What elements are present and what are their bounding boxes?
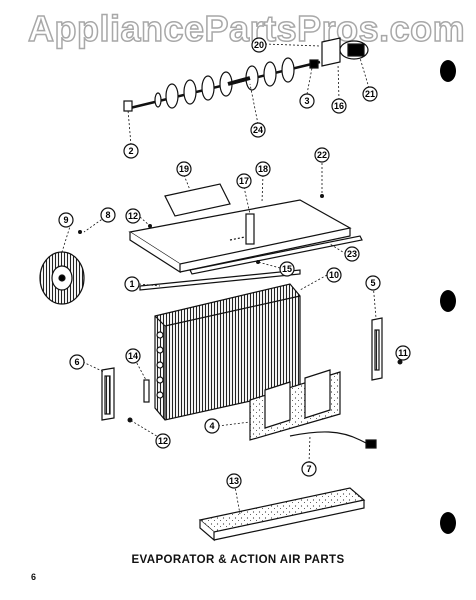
callout-8: 8 [100, 207, 116, 223]
callout-10-coil: 10 [326, 267, 342, 283]
svg-text:15: 15 [282, 264, 292, 274]
binder-hole-middle [440, 290, 456, 312]
svg-text:12: 12 [128, 211, 138, 221]
svg-text:2: 2 [128, 146, 133, 156]
callout-23: 23 [344, 246, 360, 262]
callout-18: 18 [255, 161, 271, 177]
callout-5: 5 [365, 275, 381, 291]
callout-21: 21 [362, 86, 378, 102]
svg-text:16: 16 [334, 101, 344, 111]
callout-14: 14 [125, 348, 141, 364]
svg-text:17: 17 [239, 176, 249, 186]
diagram-caption: EVAPORATOR & ACTION AIR PARTS [131, 554, 345, 566]
divider-panel [249, 369, 341, 441]
fan-shaft-assembly [123, 57, 321, 112]
wire-harness [289, 431, 377, 449]
top-cover-plate [128, 183, 352, 274]
callout-3: 3 [299, 93, 315, 109]
svg-text:8: 8 [105, 210, 110, 220]
svg-text:19: 19 [179, 164, 189, 174]
callout-19: 19 [176, 161, 192, 177]
svg-text:6: 6 [74, 357, 79, 367]
callout-20: 20 [251, 37, 267, 53]
callout-12-lower: 12 [155, 433, 171, 449]
page-number: 6 [31, 572, 37, 582]
blower-wheel [39, 251, 85, 305]
bracket-17 [245, 213, 255, 245]
callout-9: 9 [58, 212, 74, 228]
svg-text:9: 9 [63, 215, 68, 225]
binder-hole-bottom [440, 512, 456, 534]
watermark-logo: AppliancePartsPros.com [27, 7, 466, 50]
callout-17: 17 [236, 173, 252, 189]
svg-text:11: 11 [398, 348, 408, 358]
svg-text:24: 24 [253, 125, 263, 135]
motor-bracket [321, 37, 369, 67]
svg-text:18: 18 [258, 164, 268, 174]
svg-text:5: 5 [370, 278, 375, 288]
side-bracket-5 [371, 317, 383, 381]
drain-pan [198, 487, 366, 542]
svg-text:10: 10 [329, 270, 339, 280]
svg-text:1: 1 [129, 279, 134, 289]
callout-11: 11 [395, 345, 411, 361]
svg-text:14: 14 [128, 351, 138, 361]
svg-text:22: 22 [317, 150, 327, 160]
svg-text:12: 12 [158, 436, 168, 446]
svg-text:13: 13 [229, 476, 239, 486]
svg-text:20: 20 [254, 40, 264, 50]
callout-1: 1 [124, 276, 140, 292]
callout-7: 7 [301, 461, 317, 477]
callout-6: 6 [69, 354, 85, 370]
svg-text:7: 7 [306, 464, 311, 474]
svg-text:4: 4 [209, 421, 214, 431]
callout-16: 16 [331, 98, 347, 114]
binder-hole-top [440, 60, 456, 82]
callout-4: 4 [204, 418, 220, 434]
svg-text:21: 21 [365, 89, 375, 99]
svg-text:3: 3 [304, 96, 309, 106]
svg-text:23: 23 [347, 249, 357, 259]
clip-14 [143, 379, 150, 403]
callout-2: 2 [123, 143, 139, 159]
callout-12-upper: 12 [125, 208, 141, 224]
callout-13: 13 [226, 473, 242, 489]
callout-22: 22 [314, 147, 330, 163]
side-bracket-6 [101, 367, 115, 421]
callout-15: 15 [279, 261, 295, 277]
callout-24: 24 [250, 122, 266, 138]
seal-strip-1 [139, 269, 301, 291]
rail-23 [189, 235, 363, 275]
